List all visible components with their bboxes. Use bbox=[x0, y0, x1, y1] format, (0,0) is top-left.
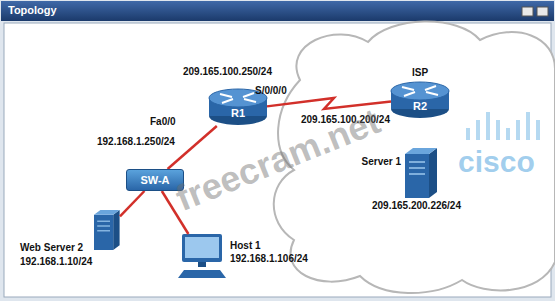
ip-address: 192.168.1.250/24 bbox=[96, 136, 176, 148]
router-icon bbox=[391, 82, 449, 118]
ethernet-link bbox=[120, 191, 144, 216]
maximize-button bbox=[537, 7, 548, 16]
device-name: Server 1 bbox=[349, 156, 401, 168]
ip-address: 209.165.100.250/24 bbox=[183, 66, 272, 78]
minimize-button bbox=[522, 7, 533, 16]
interface-name: Fa0/0 bbox=[150, 116, 176, 128]
device-name: Host 1 bbox=[230, 240, 261, 252]
device-name: R2 bbox=[391, 100, 449, 112]
window-title: Topology bbox=[8, 4, 57, 16]
title-bar bbox=[1, 1, 554, 21]
device-name: Web Server 2 bbox=[20, 242, 83, 254]
device-heading: ISP bbox=[391, 67, 449, 79]
pc-node: Host 1192.168.1.106/24 bbox=[178, 234, 226, 278]
device-name: SW-A bbox=[140, 174, 169, 187]
cisco-logo-bars bbox=[466, 112, 540, 140]
logo-text: cisco bbox=[458, 146, 535, 178]
ip-address: 192.168.1.106/24 bbox=[230, 253, 308, 265]
interface-name: S/0/0/0 bbox=[255, 85, 287, 97]
router-node: ISPR2 bbox=[391, 82, 449, 119]
ip-address: 209.165.200.226/24 bbox=[372, 200, 461, 212]
server-icon bbox=[405, 148, 437, 198]
server-node: Web Server 2192.168.1.10/24 bbox=[94, 210, 120, 250]
ip-address: 192.168.1.10/24 bbox=[20, 256, 92, 268]
pc-icon bbox=[178, 234, 226, 278]
device-name: R1 bbox=[209, 107, 267, 119]
server-node: Server 1209.165.200.226/24 bbox=[405, 148, 439, 198]
server-icon bbox=[94, 210, 120, 250]
